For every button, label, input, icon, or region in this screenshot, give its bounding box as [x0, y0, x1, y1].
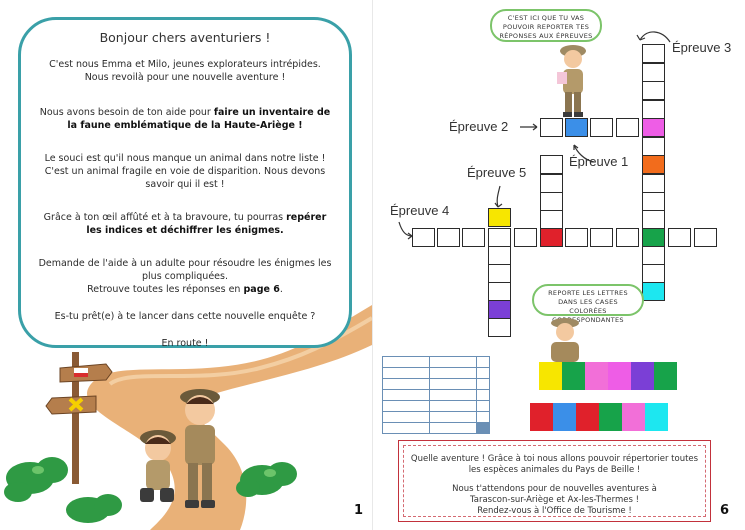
boy-explorer-small-illustration [551, 318, 579, 362]
answer-box-purple[interactable] [631, 362, 654, 390]
label-epreuve-1: Épreuve 1 [569, 154, 629, 169]
answer-box-magenta[interactable] [608, 362, 631, 390]
crossword-cell[interactable] [642, 192, 665, 211]
intro-paragraph-5: Demande de l'aide à un adulte pour résou… [38, 258, 332, 295]
crossword-cell[interactable] [540, 210, 563, 229]
answer-box-blue[interactable] [553, 403, 576, 431]
crossword-cell[interactable] [488, 264, 511, 283]
answer-box-pink-2[interactable] [622, 403, 645, 431]
crossword-cell[interactable] [540, 118, 563, 137]
answer-box-green-3[interactable] [599, 403, 622, 431]
crossword-cell[interactable] [642, 246, 665, 265]
final-message-box: Quelle aventure ! Grâce à toi nous allon… [398, 440, 711, 522]
label-epreuve-3: Épreuve 3 [672, 40, 732, 55]
crossword-cell[interactable] [488, 228, 511, 247]
crossword-cell[interactable] [642, 228, 665, 247]
answer-box-red[interactable] [530, 403, 553, 431]
intro-paragraph-3: Le souci est qu'il nous manque un animal… [44, 153, 326, 190]
crossword-cell[interactable] [642, 210, 665, 229]
intro-question: Es-tu prêt(e) à te lancer dans cette nou… [54, 311, 316, 322]
crossword-cell[interactable] [462, 228, 485, 247]
signpost-illustration [45, 352, 113, 484]
crossword-cell[interactable] [488, 282, 511, 301]
intro-paragraph-1: C'est nous Emma et Milo, jeunes explorat… [49, 59, 321, 83]
bush-left [4, 457, 68, 502]
speech-bubble-bottom: REPORTE LES LETTRES DANS LES CASES COLOR… [532, 284, 644, 324]
crossword-cell[interactable] [488, 300, 511, 319]
crossword-cell[interactable] [540, 228, 563, 247]
bush-mid [66, 494, 122, 523]
page-number-left: 1 [354, 503, 364, 518]
bush-right [236, 462, 297, 497]
crossword-cell[interactable] [642, 118, 665, 137]
intro-paragraph-4: Grâce à ton œil affûté et à ta bravoure,… [43, 212, 327, 236]
girl-explorer-illustration [140, 430, 176, 502]
page-divider [372, 0, 373, 530]
final-message-2: Nous t'attendons pour de nouvelles avent… [452, 484, 657, 516]
crossword-cell[interactable] [514, 228, 537, 247]
crossword-cell[interactable] [437, 228, 460, 247]
label-epreuve-4: Épreuve 4 [390, 203, 450, 218]
right-page: C'EST ICI QUE TU VAS POUVOIR REPORTER TE… [372, 0, 745, 530]
answer-box-yellow[interactable] [539, 362, 562, 390]
answer-box-pink[interactable] [585, 362, 608, 390]
crossword-cell[interactable] [412, 228, 435, 247]
crossword-cell[interactable] [590, 228, 613, 247]
crossword-cell[interactable] [488, 246, 511, 265]
girl-explorer-top-illustration [557, 45, 586, 117]
answer-box-green-2[interactable] [654, 362, 677, 390]
label-epreuve-5: Épreuve 5 [467, 165, 527, 180]
crossword-cell[interactable] [540, 192, 563, 211]
final-message-inner: Quelle aventure ! Grâce à toi nous allon… [403, 445, 706, 517]
crossword-cell[interactable] [590, 118, 613, 137]
arrows-layer [398, 31, 671, 240]
crossword-cell[interactable] [642, 63, 665, 82]
speech-bubble-top: C'EST ICI QUE TU VAS POUVOIR REPORTER TE… [490, 9, 602, 42]
left-page: Bonjour chers aventuriers ! C'est nous E… [0, 0, 372, 530]
crossword-cell[interactable] [694, 228, 717, 247]
intro-title: Bonjour chers aventuriers ! [99, 30, 271, 45]
crossword-cell[interactable] [642, 44, 665, 63]
crossword-cell[interactable] [642, 137, 665, 156]
intro-paragraph-2: Nous avons besoin de ton aide pour faire… [39, 107, 331, 131]
crossword-cell[interactable] [642, 282, 665, 301]
crossword-cell[interactable] [642, 264, 665, 283]
intro-closing: En route ! [161, 338, 209, 349]
crossword-cell[interactable] [488, 208, 511, 227]
crossword-cell[interactable] [565, 118, 588, 137]
crossword-cell[interactable] [642, 81, 665, 100]
crossword-cell[interactable] [565, 228, 588, 247]
crossword-cell[interactable] [616, 228, 639, 247]
label-epreuve-2: Épreuve 2 [449, 119, 509, 134]
answer-box-red-2[interactable] [576, 403, 599, 431]
crossword-cell[interactable] [668, 228, 691, 247]
intro-card: Bonjour chers aventuriers ! C'est nous E… [18, 17, 352, 349]
crossword-cell[interactable] [642, 174, 665, 193]
boy-explorer-illustration [180, 389, 220, 508]
answers-mini-table [382, 344, 490, 434]
crossword-cell[interactable] [540, 174, 563, 193]
final-message-1: Quelle aventure ! Grâce à toi nous allon… [410, 454, 699, 475]
crossword-cell[interactable] [540, 155, 563, 174]
answer-box-cyan[interactable] [645, 403, 668, 431]
crossword-cell[interactable] [642, 100, 665, 119]
page-number-right: 6 [720, 503, 730, 518]
crossword-cell[interactable] [642, 155, 665, 174]
landscape-illustration [4, 305, 372, 530]
answer-box-green[interactable] [562, 362, 585, 390]
crossword-cell[interactable] [488, 318, 511, 337]
crossword-cell[interactable] [616, 118, 639, 137]
